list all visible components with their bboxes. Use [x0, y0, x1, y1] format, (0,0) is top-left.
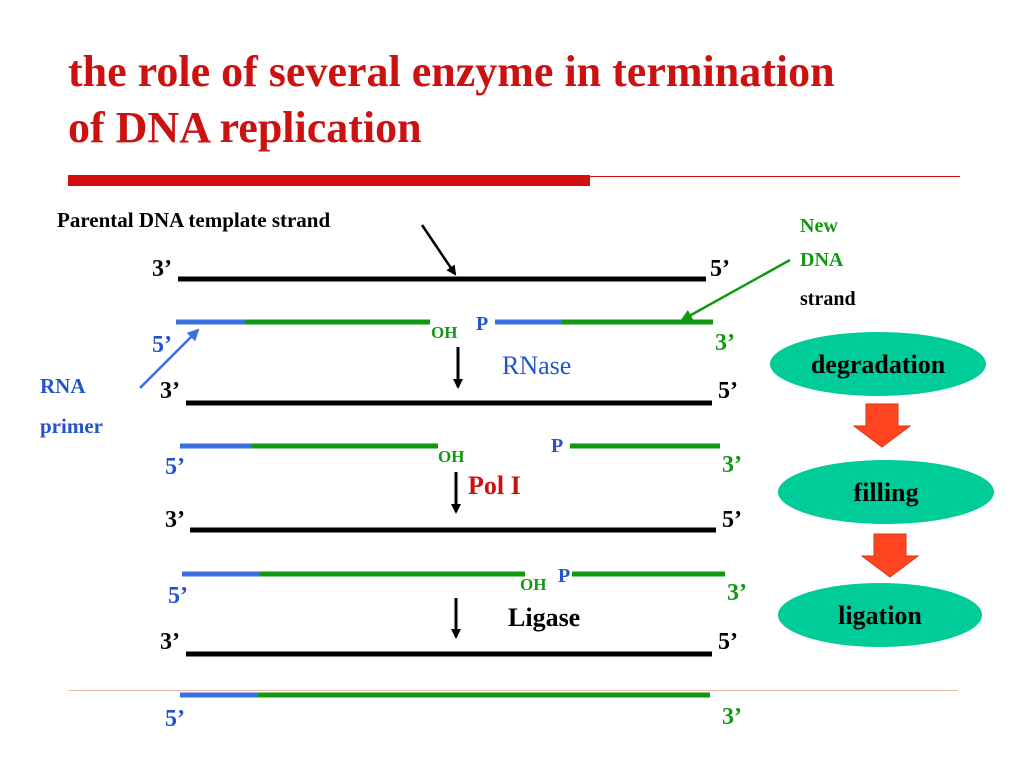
bottom-divider	[68, 690, 958, 691]
oh-end-label: OH	[520, 575, 546, 594]
rna-primer-pointer-arrow	[139, 328, 200, 389]
end-label-3prime: 3’	[160, 629, 180, 655]
step-label-filling: filling	[853, 478, 918, 507]
end-label-3prime: 3’	[152, 256, 172, 282]
end-label-5prime: 5’	[152, 332, 172, 358]
title-line-2: of DNA replication	[68, 103, 422, 152]
new-strand-label-2: DNA	[800, 249, 844, 271]
title-line-1: the role of several enzyme in terminatio…	[68, 47, 835, 96]
step-arrow-icon	[860, 533, 920, 578]
end-label-5prime: 5’	[718, 629, 738, 655]
ligase-label: Ligase	[508, 603, 580, 632]
step-oval-filling	[778, 460, 994, 524]
phosphate-label: P	[551, 435, 563, 457]
title-underline-thick	[68, 175, 590, 186]
end-label-5prime: 5’	[168, 583, 188, 609]
phosphate-label: P	[558, 565, 570, 587]
end-label-3prime: 3’	[727, 580, 747, 606]
step-oval-degradation	[770, 332, 986, 396]
oh-end-label: OH	[431, 323, 457, 342]
new-strand-label-3: strand	[800, 288, 856, 310]
parental-strand-label: Parental DNA template strand	[57, 208, 330, 232]
end-label-5prime: 5’	[165, 706, 185, 732]
end-label-3prime: 3’	[722, 704, 742, 730]
slide-title: the role of several enzyme in terminatio…	[68, 44, 1008, 156]
end-label-5prime: 5’	[165, 454, 185, 480]
end-label-5prime: 5’	[718, 378, 738, 404]
oh-end-label: OH	[438, 447, 464, 466]
new-strand-pointer-arrow	[680, 258, 791, 322]
rna-primer-label-1: RNA	[40, 374, 86, 398]
end-label-3prime: 3’	[165, 507, 185, 533]
end-label-3prime: 3’	[160, 378, 180, 404]
end-label-5prime: 5’	[722, 507, 742, 533]
step-arrow-icon	[852, 403, 912, 448]
new-strand-label-1: New	[800, 215, 838, 237]
end-label-3prime: 3’	[715, 330, 735, 356]
phosphate-label: P	[476, 313, 488, 335]
step-oval-ligation	[778, 583, 982, 647]
step-label-ligation: ligation	[838, 601, 922, 630]
parental-pointer-arrow	[420, 224, 457, 276]
title-underline-thin	[590, 176, 960, 177]
rnase-label: RNase	[502, 351, 571, 380]
end-label-5prime: 5’	[710, 256, 730, 282]
step-label-degradation: degradation	[811, 350, 946, 379]
rna-primer-label-2: primer	[40, 414, 103, 438]
end-label-3prime: 3’	[722, 452, 742, 478]
pol-i-label: Pol I	[468, 471, 521, 500]
